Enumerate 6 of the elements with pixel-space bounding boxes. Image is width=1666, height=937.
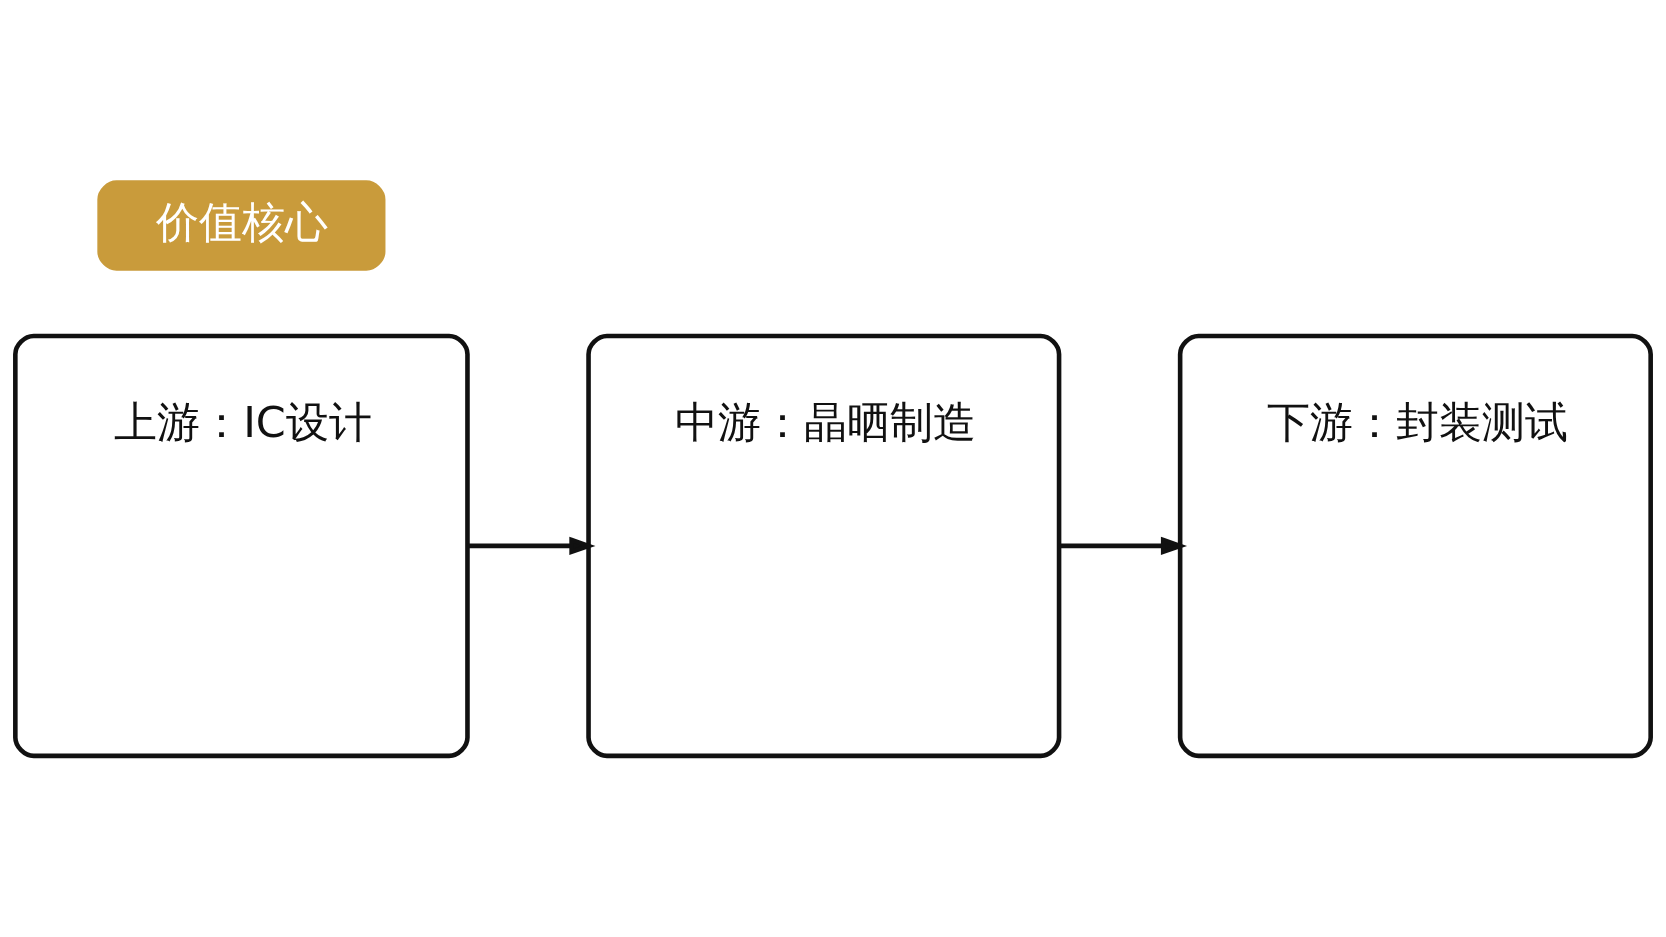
node-box: 下游：封装测试: [1177, 333, 1653, 759]
node-box: 中游：晶晒制造: [586, 333, 1062, 759]
arrow: [1059, 536, 1188, 556]
node-box: 价值核心: [97, 180, 386, 271]
arrow: [467, 536, 596, 556]
node-box: 上游：IC设计: [13, 333, 470, 759]
